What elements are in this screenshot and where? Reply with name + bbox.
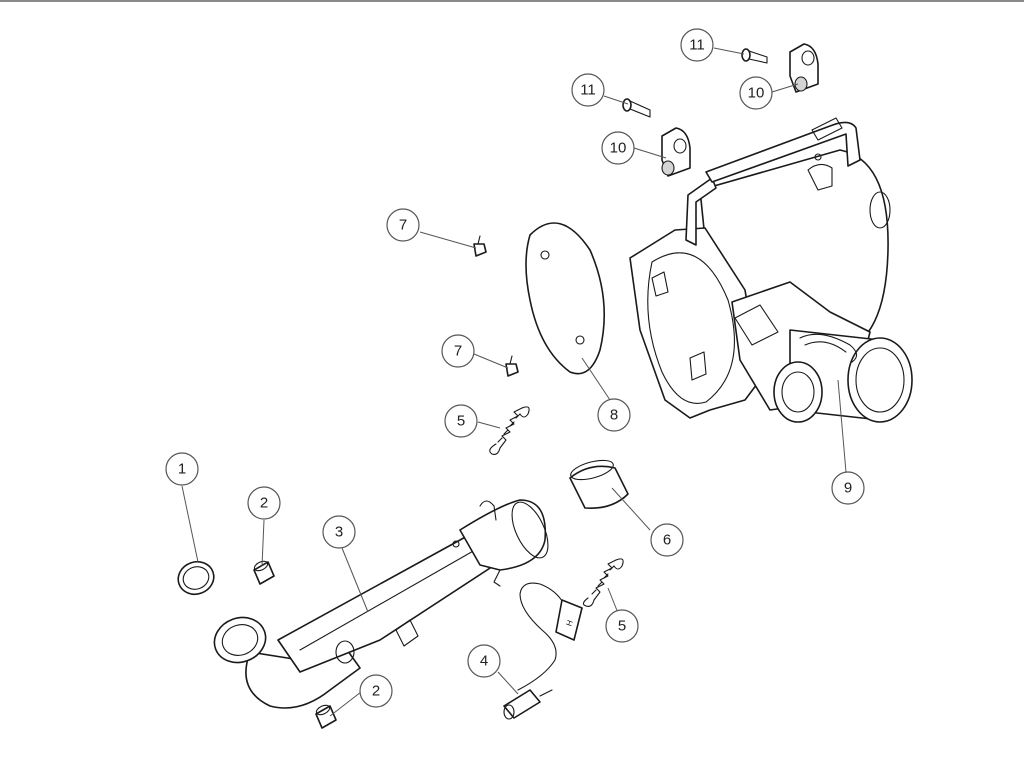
callout-11-upper: 11: [680, 28, 714, 62]
callout-7-lower: 7: [441, 334, 475, 368]
callout-5-upper-label: 5: [457, 413, 465, 430]
callout-10-lower: 10: [601, 131, 635, 165]
callout-2-upper: 2: [247, 486, 281, 520]
callout-2-upper-label: 2: [260, 495, 268, 512]
callout-10-upper-label: 10: [748, 85, 765, 102]
part-5-spring-upper: [489, 406, 530, 455]
part-6-sleeve: [569, 459, 629, 510]
callout-7-upper: 7: [386, 208, 420, 242]
top-border: [0, 0, 1024, 2]
callout-1-label: 1: [178, 461, 186, 478]
callout-8: 8: [597, 398, 631, 432]
callout-5-upper: 5: [444, 404, 478, 438]
callout-5-lower: 5: [605, 609, 639, 643]
part-5-spring-lower: [582, 558, 624, 607]
leader-lines: [181, 47, 847, 717]
callout-4-label: 4: [480, 653, 488, 670]
callout-7-upper-label: 7: [399, 217, 407, 234]
part-10-bushing-upper: [789, 43, 819, 93]
callout-4: 4: [467, 644, 501, 678]
part-11-bolt-upper: [741, 48, 768, 64]
part-1-o-ring: [177, 560, 215, 596]
part-7-screw-lower: [505, 355, 519, 377]
callout-7-lower-label: 7: [454, 343, 462, 360]
sensor-tag-text: H: [564, 619, 575, 628]
part-3-exhaust-tube: [213, 499, 549, 709]
part-7-screw-upper: [473, 235, 487, 257]
part-9-heater-housing: [629, 117, 913, 423]
callout-9-label: 9: [844, 480, 852, 497]
callout-11-lower-label: 11: [580, 82, 596, 99]
part-8-cover-plate: [525, 222, 606, 375]
callout-5-lower-label: 5: [618, 618, 626, 635]
part-2-cap-lower: [315, 704, 337, 729]
callout-1: 1: [165, 452, 199, 486]
callout-11-upper-label: 11: [689, 37, 705, 54]
callout-6: 6: [650, 523, 684, 557]
callout-10-upper: 10: [739, 76, 773, 110]
callout-2-lower-label: 2: [372, 683, 380, 700]
callout-6-label: 6: [663, 532, 671, 549]
part-2-cap-upper: [253, 560, 275, 585]
callout-2-lower: 2: [359, 674, 393, 708]
callout-3: 3: [322, 515, 356, 549]
callout-11-lower: 11: [571, 73, 605, 107]
callout-10-lower-label: 10: [610, 140, 627, 157]
callout-8-label: 8: [610, 407, 618, 424]
callout-9: 9: [831, 471, 865, 505]
callout-3-label: 3: [335, 524, 343, 541]
part-4-sensor: H: [503, 582, 583, 720]
part-11-bolt-lower: [622, 98, 651, 118]
part-10-bushing-lower: [661, 127, 691, 177]
